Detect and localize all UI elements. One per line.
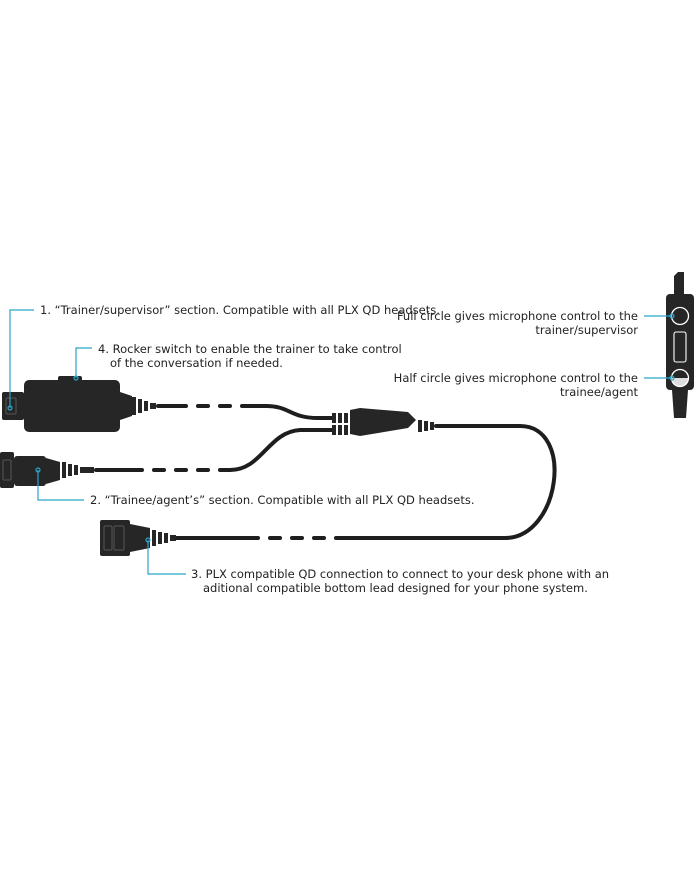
callout-plx: 3. PLX compatible QD connection to conne… [191,567,609,595]
callout-trainer-text: 1. “Trainer/supervisor” section. Compati… [40,303,440,317]
trainee-cable-curve [228,428,334,472]
callout-rocker-line1: 4. Rocker switch to enable the trainer t… [98,342,402,356]
trainer-cable-curve [264,404,334,420]
callout-trainee-text: 2. “Trainee/agent’s” section. Compatible… [90,493,475,507]
y-splitter [332,408,434,436]
callout-half-circle-line1: Half circle gives microphone control to … [393,371,638,385]
callout-line-plx [147,540,186,575]
callout-rocker-line2: of the conversation if needed. [110,356,283,370]
callout-plx-line2: aditional compatible bottom lead designe… [203,581,588,595]
cables [94,404,557,540]
callout-half-circle: Half circle gives microphone control to … [394,371,638,399]
trainee-connector [0,452,94,488]
callout-full-circle-line1: Full circle gives microphone control to … [396,309,638,323]
callout-plx-line1: 3. PLX compatible QD connection to conne… [191,567,610,581]
callout-full-circle-line2: trainer/supervisor [535,323,638,337]
callout-line-trainee [37,470,84,501]
main-cable [344,424,557,540]
callout-line-rocker [75,347,92,378]
callout-trainer: 1. “Trainer/supervisor” section. Compati… [40,303,440,317]
callout-trainee: 2. “Trainee/agent’s” section. Compatible… [90,493,474,507]
callout-rocker: 4. Rocker switch to enable the trainer t… [98,342,402,370]
callout-lines [7,309,675,575]
trainer-connector [2,376,156,432]
rocker-switch-device [666,272,694,418]
plx-connector [100,520,176,556]
callout-line-trainer [9,309,34,408]
callout-full-circle: Full circle gives microphone control to … [397,309,638,337]
callout-half-circle-line2: trainee/agent [559,385,638,399]
